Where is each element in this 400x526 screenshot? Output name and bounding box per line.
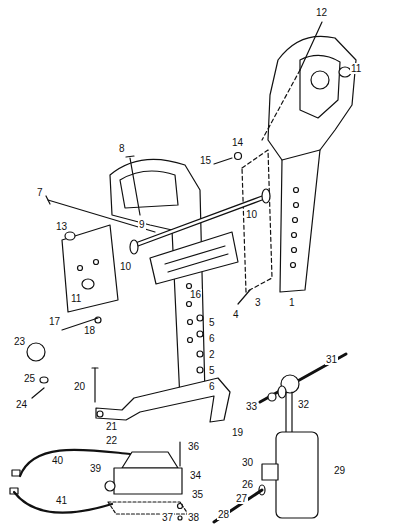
callout-number: 9: [138, 219, 146, 230]
hoses: [10, 450, 130, 513]
callout-number: 32: [297, 399, 310, 410]
callout-number: 17: [48, 316, 61, 327]
callout-number: 18: [83, 325, 96, 336]
callout-number: 12: [315, 7, 328, 18]
tube-and-pad: [130, 189, 270, 284]
callout-number: 2: [208, 349, 216, 360]
left-bracket: [46, 156, 205, 400]
callout-number: 36: [187, 441, 200, 452]
callout-number: 39: [89, 463, 102, 474]
callout-number: 5: [208, 365, 216, 376]
callout-number: 10: [245, 209, 258, 220]
callout-number: 10: [119, 261, 132, 272]
bottom-bracket: [96, 378, 230, 422]
callout-number: 16: [189, 289, 202, 300]
callout-number: 26: [241, 479, 254, 490]
callout-number: 6: [208, 381, 216, 392]
callout-number: 11: [350, 63, 362, 74]
callout-number: 25: [23, 373, 36, 384]
callout-number: 38: [187, 512, 200, 523]
callout-number: 15: [199, 155, 212, 166]
callout-number: 6: [208, 333, 216, 344]
callout-number: 33: [245, 401, 258, 412]
callout-number: 7: [36, 187, 44, 198]
callout-number: 28: [217, 509, 230, 520]
callout-number: 31: [325, 354, 338, 365]
callout-number: 41: [55, 495, 68, 506]
callout-number: 35: [191, 489, 204, 500]
callout-number: 20: [73, 381, 86, 392]
callout-number: 19: [231, 427, 244, 438]
callout-number: 24: [15, 399, 28, 410]
callout-number: 37: [161, 512, 174, 523]
callout-number: 13: [55, 221, 68, 232]
callout-number: 4: [232, 309, 240, 320]
callout-number: 40: [51, 455, 64, 466]
trim-cylinder: [214, 354, 346, 522]
callout-number: 1: [288, 297, 296, 308]
callout-number: 14: [231, 137, 244, 148]
callout-number: 3: [254, 297, 262, 308]
callout-number: 27: [235, 493, 248, 504]
small-parts: [27, 317, 101, 402]
callout-number: 11: [70, 293, 82, 304]
callout-number: 34: [189, 470, 202, 481]
callout-number: 21: [105, 421, 118, 432]
callout-number: 22: [105, 435, 118, 446]
callout-number: 29: [333, 465, 346, 476]
callout-number: 8: [118, 143, 126, 154]
callout-number: 5: [208, 317, 216, 328]
callout-number: 30: [241, 457, 254, 468]
callout-number: 23: [13, 336, 26, 347]
